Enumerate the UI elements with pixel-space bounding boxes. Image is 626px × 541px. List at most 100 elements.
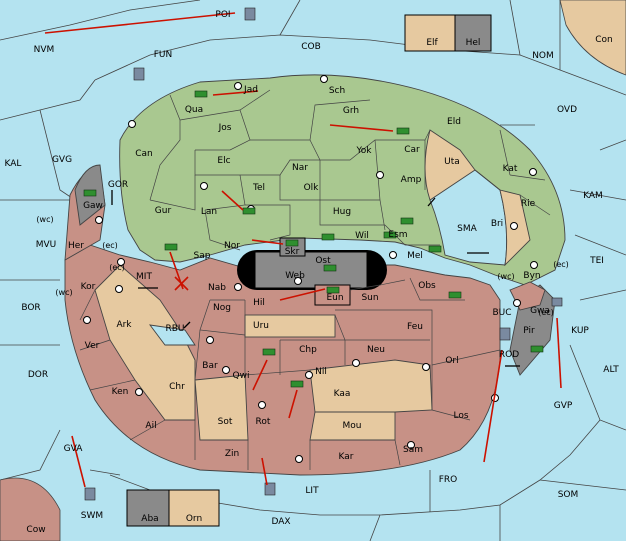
- label-alt: ALT: [603, 365, 619, 375]
- orn-region: [168, 489, 220, 527]
- label-nil: Nil: [315, 367, 327, 377]
- north-borders: [149, 89, 551, 251]
- label-pir: Pir: [523, 326, 535, 336]
- label-sot: Sot: [218, 417, 233, 427]
- ark-chr-region: [94, 264, 196, 421]
- label-obs: Obs: [418, 281, 436, 291]
- label-gva: GVA: [64, 444, 84, 454]
- label-elf: Elf: [426, 38, 438, 48]
- label-yok: Yok: [355, 146, 372, 156]
- label-fun: FUN: [154, 50, 173, 60]
- label-mvu: MVU: [36, 240, 57, 250]
- label-ost: Ost: [315, 256, 331, 266]
- label-kup: KUP: [571, 326, 589, 336]
- label-sam: Sam: [403, 445, 423, 455]
- order-arrows: [44, 12, 562, 488]
- label-ec3: (ec): [553, 260, 569, 269]
- label-bri: Bri: [491, 219, 503, 229]
- label-con: Con: [595, 35, 613, 45]
- label-qwi: Qwi: [233, 371, 250, 381]
- label-kam: KAM: [583, 191, 603, 201]
- label-wil: Wil: [355, 231, 369, 241]
- label-dax: DAX: [271, 517, 290, 527]
- label-kal: KAL: [5, 159, 22, 169]
- rbu-inlet: [148, 324, 196, 346]
- label-elc: Elc: [217, 156, 230, 166]
- units: [83, 7, 563, 501]
- label-eun: Eun: [326, 293, 343, 303]
- label-wc1: (wc): [36, 215, 53, 224]
- label-jad: Jad: [243, 85, 258, 95]
- kaa-region: [309, 359, 433, 413]
- label-rot: Rot: [256, 417, 271, 427]
- label-kat: Kat: [503, 164, 518, 174]
- label-hel: Hel: [466, 38, 481, 48]
- label-dor: DOR: [28, 370, 48, 380]
- south-borders: [79, 277, 501, 470]
- convoy-arrows: [111, 190, 520, 367]
- label-nom: NOM: [532, 51, 554, 61]
- label-sch: Sch: [329, 86, 345, 96]
- cow-region: [0, 477, 61, 541]
- label-kor: Kor: [81, 282, 96, 292]
- label-car: Car: [404, 145, 420, 155]
- label-ec1: (ec): [102, 241, 118, 250]
- center-cities: [254, 251, 368, 289]
- label-swm: SWM: [81, 511, 103, 521]
- label-tei: TEI: [589, 256, 604, 266]
- label-ec4: (ec): [538, 308, 554, 317]
- label-sma: SMA: [457, 224, 477, 234]
- label-gaw: Gaw: [83, 201, 103, 211]
- label-web: Web: [285, 271, 305, 281]
- label-chp: Chp: [299, 345, 317, 355]
- label-rie: Rie: [521, 199, 536, 209]
- label-nor: Nor: [224, 241, 240, 251]
- label-byn: Byn: [523, 271, 540, 281]
- label-poi: POI: [215, 10, 230, 20]
- uta-region: [424, 129, 476, 201]
- label-qua: Qua: [185, 105, 203, 115]
- label-sun: Sun: [361, 293, 378, 303]
- label-cow: Cow: [26, 525, 45, 535]
- label-jos: Jos: [218, 123, 232, 133]
- label-skr: Skr: [285, 247, 300, 257]
- label-orl: Orl: [445, 356, 458, 366]
- label-wc3: (wc): [497, 272, 514, 281]
- label-gvp: GVP: [554, 401, 573, 411]
- label-rod: ROD: [499, 350, 519, 360]
- label-uta: Uta: [444, 157, 460, 167]
- label-ken: Ken: [112, 387, 129, 397]
- label-mou: Mou: [343, 421, 362, 431]
- label-rbu: RBU: [165, 324, 184, 334]
- label-nab: Nab: [208, 283, 226, 293]
- label-ail: Ail: [145, 421, 156, 431]
- label-feu: Feu: [407, 322, 423, 332]
- label-ark: Ark: [116, 320, 132, 330]
- label-cob: COB: [301, 42, 321, 52]
- label-zin: Zin: [225, 449, 239, 459]
- label-orn: Orn: [186, 514, 202, 524]
- label-bor: BOR: [21, 303, 40, 313]
- sot-region: [194, 374, 249, 441]
- label-aba: Aba: [141, 514, 158, 524]
- label-eld: Eld: [447, 117, 461, 127]
- label-olk: Olk: [304, 183, 320, 193]
- label-tel: Tel: [252, 183, 265, 193]
- label-lit: LIT: [305, 486, 319, 496]
- label-wc2: (wc): [55, 288, 72, 297]
- label-ver: Ver: [85, 341, 100, 351]
- label-gor: GOR: [108, 180, 128, 190]
- label-gur: Gur: [155, 206, 172, 216]
- label-kar: Kar: [339, 452, 354, 462]
- label-neu: Neu: [367, 345, 385, 355]
- bri-region: [474, 169, 531, 267]
- label-fro: FRO: [439, 475, 458, 485]
- label-nvm: NVM: [34, 45, 55, 55]
- label-som: SOM: [558, 490, 579, 500]
- label-chr: Chr: [169, 382, 185, 392]
- label-uru: Uru: [253, 321, 269, 331]
- label-los: Los: [453, 411, 468, 421]
- label-mit: MIT: [136, 272, 152, 282]
